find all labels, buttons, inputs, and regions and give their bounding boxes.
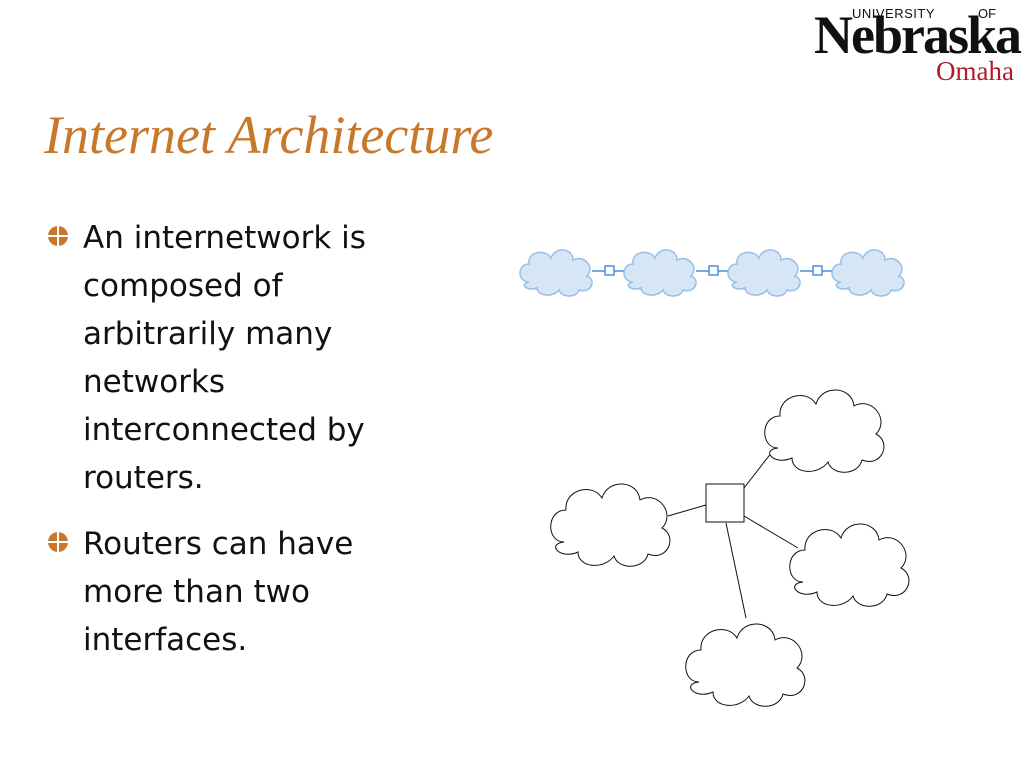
logo-university-text: UNIVERSITY [852, 6, 936, 21]
network-cloud [685, 623, 806, 707]
bullet-text: An internetwork is composed of arbitrari… [83, 220, 366, 496]
router-icon [705, 483, 745, 523]
bullet-diamond-icon [48, 226, 68, 246]
network-cloud [623, 249, 697, 297]
network-cloud [519, 249, 593, 297]
network-cloud [550, 483, 671, 567]
router-icon [812, 265, 823, 276]
slide-title: Internet Architecture [44, 105, 494, 165]
chain-diagram [519, 249, 905, 297]
router-link [743, 451, 773, 489]
router-icon [708, 265, 719, 276]
bullet-item: An internetwork is composed of arbitrari… [44, 214, 384, 502]
network-cloud [831, 249, 905, 297]
router-link [725, 522, 747, 619]
router-link [667, 504, 707, 517]
bullet-text: Routers can have more than two interface… [83, 526, 354, 658]
bullet-diamond-icon [48, 532, 68, 552]
router-icon [604, 265, 615, 276]
logo-campus: Omaha [936, 56, 1014, 86]
network-cloud [764, 389, 885, 473]
logo-of-text: OF [978, 6, 997, 21]
university-logo: UNIVERSITY OF Nebraska Omaha [812, 2, 1022, 92]
bullet-list: An internetwork is composed of arbitrari… [44, 214, 384, 682]
logo-name: Nebraska [814, 5, 1022, 65]
network-cloud [727, 249, 801, 297]
bullet-item: Routers can have more than two interface… [44, 520, 384, 664]
star-diagram [550, 389, 910, 707]
router-link [743, 515, 799, 549]
network-cloud [789, 523, 910, 607]
